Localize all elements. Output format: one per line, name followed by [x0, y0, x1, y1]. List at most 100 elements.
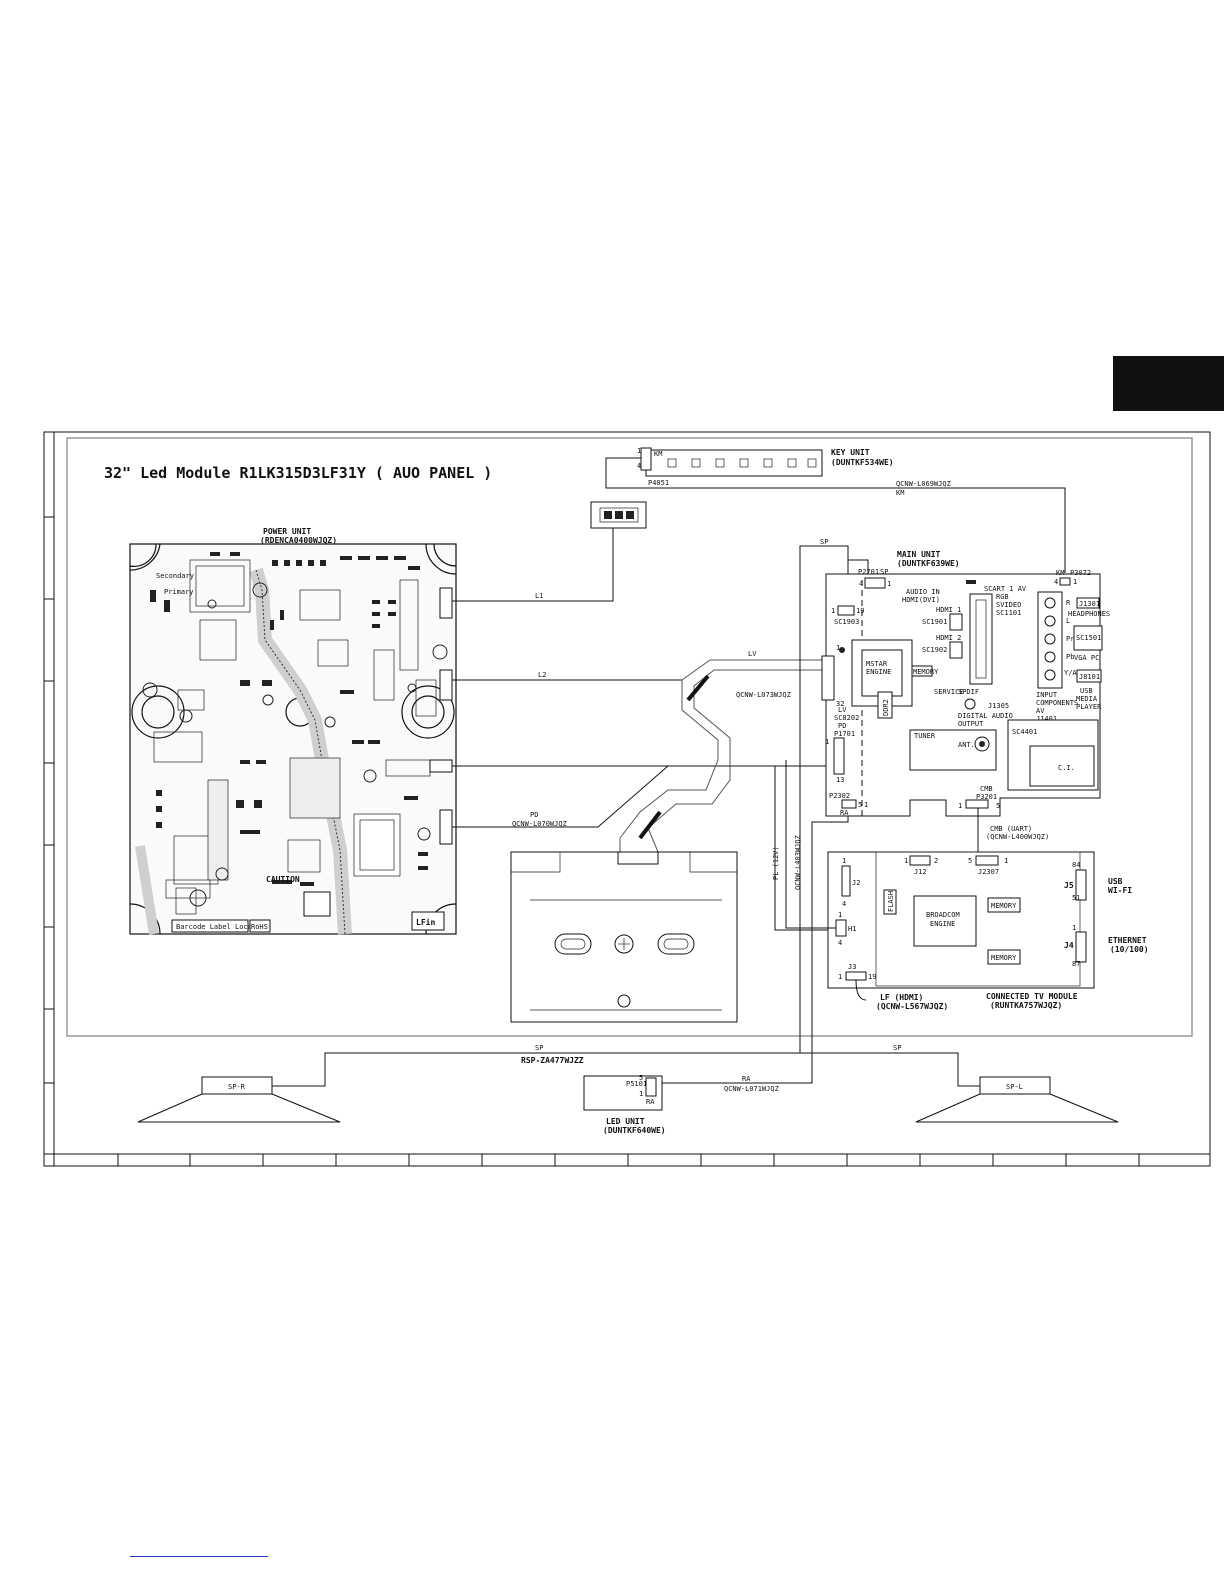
cable-l2-label: L2: [538, 671, 546, 679]
input-label: INPUT: [1036, 691, 1058, 699]
footer-link-rule: [130, 1556, 268, 1557]
p3201-label: P3201: [976, 793, 997, 801]
av-pb: Pb: [1066, 653, 1074, 661]
usb-main-label: USB: [1080, 687, 1093, 695]
cable-pd: [452, 765, 669, 828]
led-ra: RA: [646, 1098, 655, 1106]
sc4401-label: SC4401: [1012, 728, 1037, 736]
p2302-label: P2302: [829, 792, 850, 800]
cmb-pin5: 5: [996, 802, 1000, 810]
cable-sp-part: RSP-ZA477WJZZ: [521, 1056, 584, 1065]
cable-pl-h1: [785, 920, 836, 929]
av-pr: Pr: [1066, 635, 1074, 643]
lv-pin32: 32: [836, 700, 844, 708]
main-memory: MEMORY: [913, 668, 939, 676]
j2307-pin5: 5: [968, 857, 972, 865]
sc1902-label: SC1902: [922, 646, 947, 654]
main-unit-label: MAIN UNIT: [897, 550, 941, 559]
power-brand-label: LFin: [416, 917, 435, 927]
ctv-module-label: CONNECTED TV MODULE: [986, 992, 1078, 1001]
av-yav: Y/AV: [1064, 669, 1082, 677]
j3-label: J3: [848, 963, 856, 971]
hdmi-dvi-label: HDMI(DVI): [902, 596, 940, 604]
j2-pin4: 4: [842, 900, 846, 908]
led-unit-label: LED UNIT: [606, 1117, 645, 1126]
led-unit-part: (DUNTKF640WE): [603, 1126, 666, 1135]
service-label: SERVICE: [934, 688, 964, 696]
key-pin-b: 4: [637, 462, 641, 470]
p3072-km: KM: [1056, 569, 1064, 577]
ethernet-speed: (10/100): [1110, 945, 1149, 954]
player-label: PLAYER: [1076, 703, 1102, 711]
h1-pin4: 4: [838, 939, 842, 947]
flash-label: FLASH: [887, 891, 895, 912]
ci-label: C.I.: [1058, 764, 1075, 772]
h1-pin1: 1: [838, 911, 842, 919]
sc1903-a: 1: [831, 607, 835, 615]
speaker-right-label: SP-R: [228, 1083, 246, 1091]
sc1903-label: SC1903: [834, 618, 859, 626]
led-pin5: 5: [639, 1074, 643, 1082]
wifi-label: WI-FI: [1108, 886, 1132, 895]
p2701-pin1: 1: [887, 580, 891, 588]
headphones-label: HEADPHONES: [1068, 610, 1110, 618]
j1401-label: J1401: [1036, 715, 1057, 723]
cable-km-tag: KM: [896, 489, 904, 497]
sc1903-b: 19: [856, 607, 864, 615]
p2701-label: P2701: [858, 568, 879, 576]
j4-label: J4: [1064, 941, 1074, 950]
key-unit-label: KEY UNIT: [831, 448, 870, 457]
spdif-label: SPDIF: [958, 688, 979, 696]
cable-pd-label: PD: [530, 811, 538, 819]
pd-pin1: 1: [825, 738, 829, 746]
cable-lv-label: LV: [748, 650, 757, 658]
cable-ra: [662, 815, 849, 1084]
p2302-pin5: 5: [858, 801, 862, 809]
main-unit: MAIN UNIT (DUNTKF639WE) P2701 SP 4 1 KM …: [821, 550, 1110, 817]
ddr-label: DDR2: [882, 699, 890, 716]
cable-cmb-label: CMB (UART): [990, 825, 1032, 833]
diagram-title: 32" Led Module R1LK315D3LF31Y ( AUO PANE…: [104, 464, 492, 482]
j1305-label: J1305: [988, 702, 1009, 710]
mstar-label: MSTAR: [866, 660, 888, 668]
sc1901-label: SC1901: [922, 618, 947, 626]
cable-km: [605, 457, 1066, 573]
sc1101-label: SC1101: [996, 609, 1021, 617]
av-r: R: [1066, 599, 1071, 607]
lv-pin1: 1: [836, 644, 840, 652]
power-rohs-label: RoHS: [251, 923, 268, 931]
speaker-left-label: SP-L: [1006, 1083, 1023, 1091]
j2307-pin1: 1: [1004, 857, 1008, 865]
key-unit-plug: KM: [654, 450, 662, 458]
cable-pl-label: PL (12V): [772, 846, 780, 880]
power-unit: POWER UNIT (RDENCA0400WJQZ): [129, 527, 457, 935]
p1701-label: P1701: [834, 730, 855, 738]
cable-pl-part: QCNW-L403WJQZ: [794, 835, 802, 890]
p2302-pin1: 1: [864, 801, 868, 809]
j12-label: J12: [914, 868, 927, 876]
power-secondary-label: Secondary: [156, 572, 194, 580]
power-unit-label: POWER UNIT: [263, 527, 311, 536]
scart-label: SCART 1 AV: [984, 585, 1027, 593]
ctv-module: 1 2 J12 5 1 J2307 1 4 J2 1 4 H1 J3 1 19 …: [827, 851, 1149, 1010]
j5-label: J5: [1064, 881, 1074, 890]
section-tab: [1113, 356, 1224, 411]
j12-pin2: 2: [934, 857, 938, 865]
key-unit: KEY UNIT (DUNTKF534WE) P4051 KM 1 4: [637, 447, 894, 487]
j12-pin1: 1: [904, 857, 908, 865]
pd-pin13: 13: [836, 776, 844, 784]
broadcom-label: BROADCOM: [926, 911, 960, 919]
j2307-label: J2307: [978, 868, 999, 876]
key-unit-connector: P4051: [648, 479, 669, 487]
speaker-right: SP-R: [137, 1076, 341, 1123]
cable-l1-label: L1: [535, 592, 543, 600]
hdmi2-label: HDMI 2: [936, 634, 961, 642]
output-label: OUTPUT: [958, 720, 984, 728]
drawing-frame: [43, 431, 1211, 1167]
vga-pc-label: VGA PC: [1074, 654, 1099, 662]
j2-pin1: 1: [842, 857, 846, 865]
j4-pin1: 1: [1072, 924, 1076, 932]
ctv-module-part: (RUNTKA757WJQZ): [990, 1001, 1062, 1010]
j4-pin87: 87: [1072, 960, 1080, 968]
